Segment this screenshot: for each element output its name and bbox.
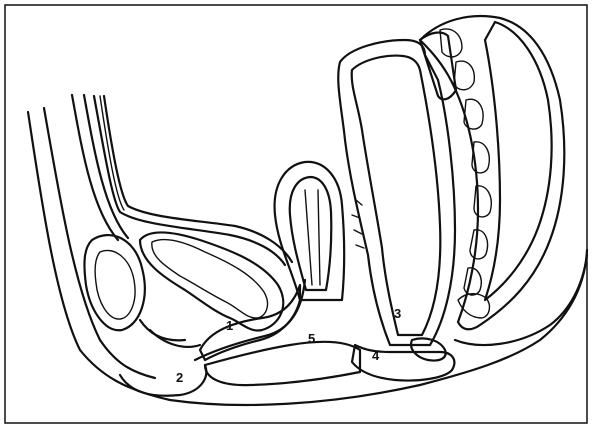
uterus: [275, 162, 345, 300]
anal-sphincter: [352, 345, 454, 381]
cervical-region: [205, 342, 360, 385]
pubic-bone: [84, 235, 144, 330]
bladder: [140, 232, 283, 330]
body-outline: [28, 112, 587, 405]
vaginal-canal: [195, 280, 305, 360]
label-1: 1: [226, 318, 233, 333]
sacrum-coccyx: [420, 16, 564, 329]
label-3: 3: [394, 306, 401, 321]
label-2: 2: [176, 370, 183, 385]
rectum: [338, 40, 455, 345]
label-4: 4: [372, 348, 380, 363]
label-5: 5: [308, 331, 315, 346]
